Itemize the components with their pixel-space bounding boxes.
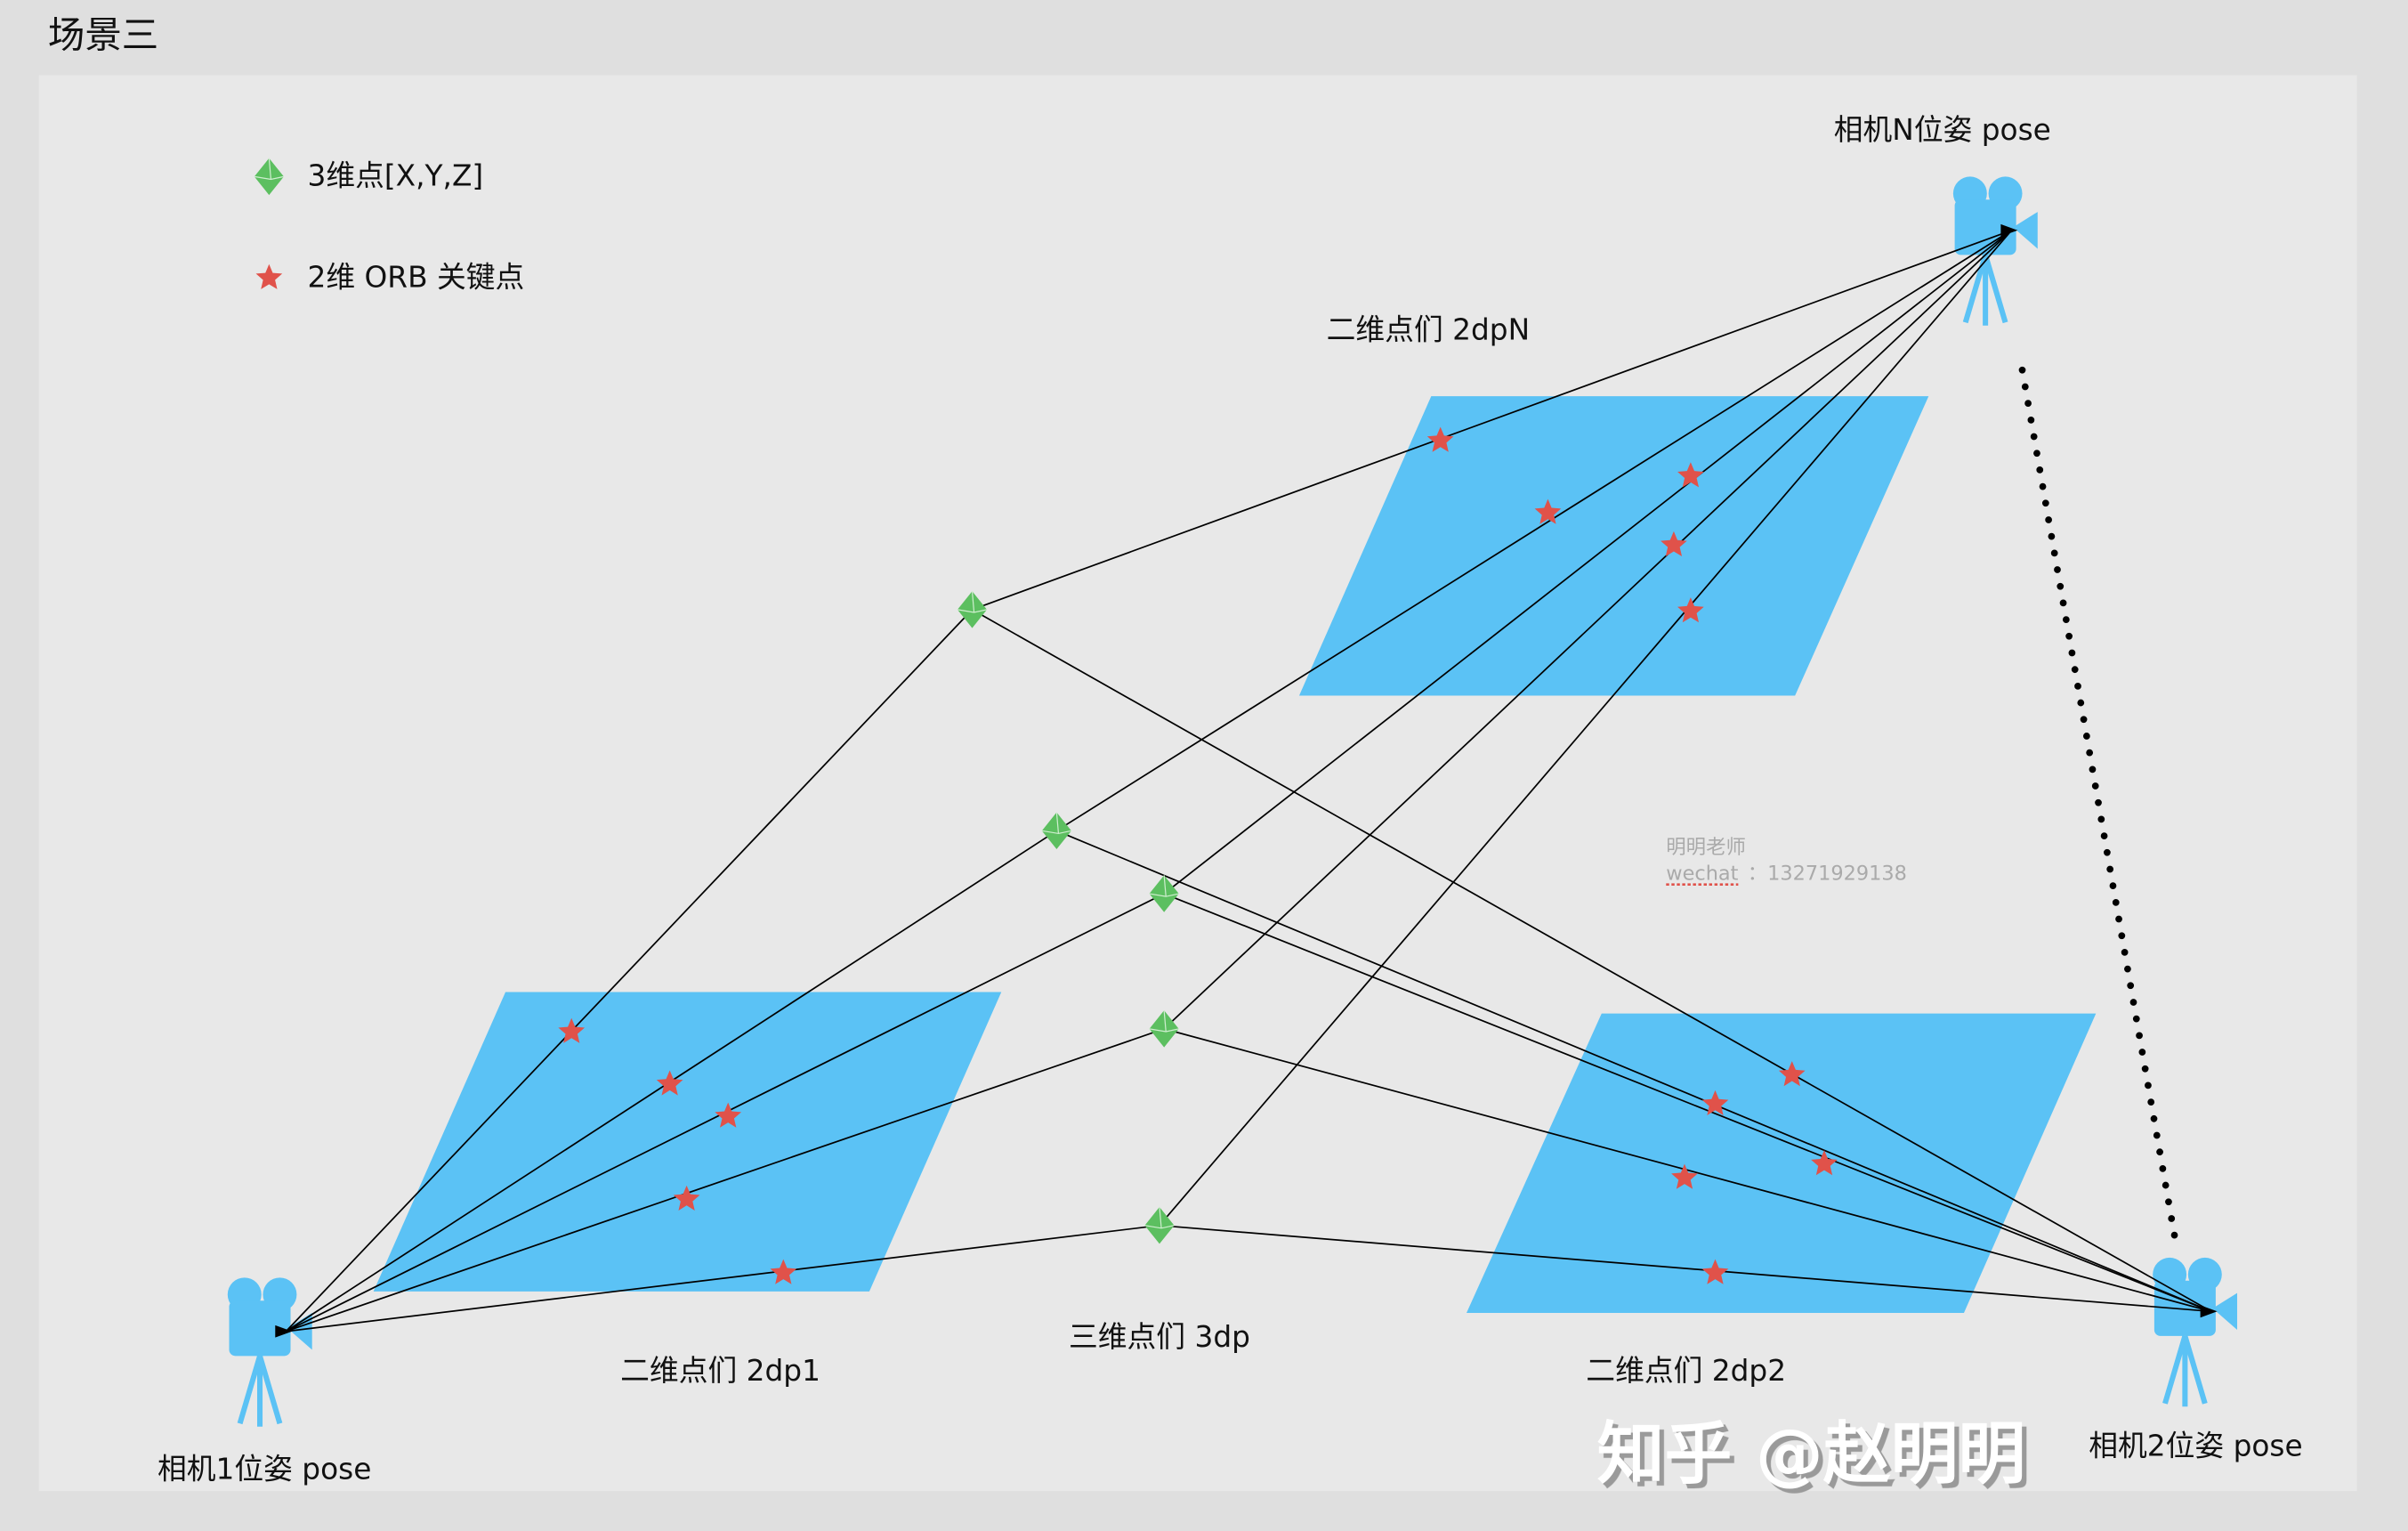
plane-2-label: 二维点们 2dp2 — [1586, 1354, 1786, 1388]
keypoints-2d — [558, 426, 1838, 1284]
ray-line — [972, 229, 2012, 611]
ray-line — [1055, 230, 2012, 832]
keypoint-star-icon — [558, 1017, 586, 1043]
projection-rays — [285, 229, 2212, 1333]
keypoint-star-icon — [1426, 426, 1454, 452]
legend: 3维点[X,Y,Z] 2维 ORB 关键点 — [254, 158, 524, 295]
legend-star-icon — [255, 263, 283, 289]
ray-line — [1159, 230, 2013, 1227]
camera-motion-dotted-line — [2018, 366, 2181, 1255]
camera-n-label: 相机N位姿 pose — [1834, 113, 2051, 147]
ray-line — [1163, 1028, 2211, 1313]
plane-n — [1298, 396, 1929, 696]
note-name: 明明老师 — [1666, 836, 1746, 859]
camera-1-label: 相机1位姿 pose — [158, 1452, 371, 1486]
points-3d-label: 三维点们 3dp — [1069, 1320, 1250, 1354]
ray-line — [1163, 893, 2212, 1313]
legend-2d-label: 2维 ORB 关键点 — [307, 261, 524, 295]
keypoint-star-icon — [715, 1102, 742, 1128]
keypoint-star-icon — [1661, 531, 1687, 557]
keypoint-star-icon — [1534, 498, 1562, 524]
star-icon — [255, 263, 283, 289]
ray-line — [1163, 230, 2012, 895]
point-3d-diamond-icon — [1144, 1206, 1175, 1244]
ray-line — [1159, 1224, 2211, 1313]
plane-1-label: 二维点们 2dp1 — [620, 1354, 820, 1388]
ray-line — [972, 609, 2212, 1313]
legend-3d-label: 3维点[X,Y,Z] — [307, 159, 483, 193]
camera-2-label: 相机2位姿 pose — [2089, 1429, 2302, 1462]
plane-1 — [373, 992, 1002, 1292]
keypoint-star-icon — [1701, 1090, 1729, 1115]
note-wechat-value: ：13271929138 — [1748, 863, 1907, 886]
keypoint-star-icon — [1701, 1259, 1729, 1284]
ray-line — [1056, 830, 2212, 1313]
keypoint-star-icon — [1671, 1163, 1698, 1189]
ray-line — [286, 1028, 1165, 1333]
keypoint-star-icon — [1778, 1061, 1806, 1087]
keypoint-star-icon — [656, 1070, 683, 1096]
page-title: 场景三 — [48, 13, 158, 56]
note-wechat-label: wechat — [1666, 863, 1738, 886]
ray-line — [285, 609, 974, 1333]
keypoint-star-icon — [770, 1259, 797, 1284]
point-3d-diamond-icon — [957, 591, 988, 628]
keypoint-star-icon — [1811, 1150, 1838, 1176]
plane-n-label: 二维点们 2dpN — [1327, 312, 1530, 346]
keypoint-star-icon — [1677, 462, 1704, 488]
keypoint-star-icon — [1677, 597, 1704, 623]
ray-line — [1163, 230, 2013, 1030]
watermark: 知乎 @赵明明 — [1597, 1415, 2026, 1494]
ray-line — [286, 1224, 1160, 1333]
keypoint-star-icon — [673, 1185, 700, 1211]
